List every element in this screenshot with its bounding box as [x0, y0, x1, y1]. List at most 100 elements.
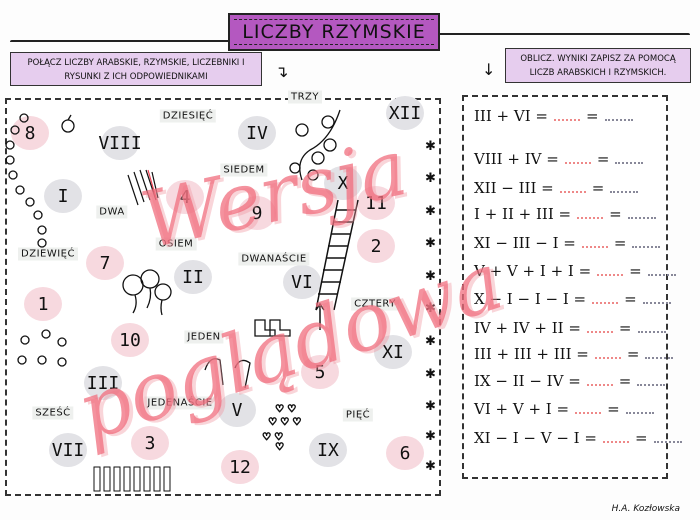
number-word[interactable]: DZIEWIĘĆ [18, 247, 78, 261]
svg-text:✱: ✱ [425, 171, 436, 186]
answer-roman-blank[interactable] [645, 357, 674, 359]
answer-arabic-blank[interactable] [575, 412, 602, 414]
number-word[interactable]: PIĘĆ [342, 408, 374, 422]
answer-roman-blank[interactable] [615, 162, 644, 164]
arabic-number[interactable]: 1 [24, 287, 62, 321]
answer-arabic-blank[interactable] [577, 217, 604, 219]
answer-arabic-blank[interactable] [586, 384, 613, 386]
string-line-right [440, 33, 690, 35]
svg-text:♡ ♡: ♡ ♡ [275, 404, 296, 415]
arabic-number[interactable]: 12 [221, 450, 259, 484]
equals-sign: = [634, 429, 648, 447]
arrow-icon: ↴ [275, 62, 289, 81]
roman-number[interactable]: VII [49, 433, 87, 467]
number-word[interactable]: SZEŚĆ [32, 406, 74, 420]
answer-roman-blank[interactable] [642, 302, 671, 304]
equation-text: IX − II − IV = [474, 372, 581, 390]
roman-number[interactable]: V [218, 393, 256, 427]
equation-text: III + III + III = [474, 345, 589, 363]
svg-text:✱: ✱ [425, 367, 436, 382]
answer-arabic-blank[interactable] [592, 302, 619, 304]
page-title: LICZBY RZYMSKIE [228, 13, 440, 51]
equation-row: XI − III − I == [474, 234, 661, 252]
answer-roman-blank[interactable] [627, 217, 656, 219]
svg-text:✱: ✱ [425, 269, 436, 284]
number-word[interactable]: JEDEN [184, 330, 224, 344]
roman-number[interactable]: XI [374, 335, 412, 369]
equation-row: IX − II − IV == [474, 372, 666, 390]
answer-arabic-blank[interactable] [597, 274, 624, 276]
roman-number[interactable]: II [174, 260, 212, 294]
arabic-number[interactable]: 4 [166, 180, 204, 214]
equals-sign: = [596, 150, 610, 168]
roman-number[interactable]: IX [309, 433, 347, 467]
equals-sign: = [591, 179, 605, 197]
svg-text:✱: ✱ [425, 334, 436, 349]
apple-icon [61, 114, 75, 133]
number-word[interactable]: JEDENAŚCIE [144, 396, 216, 410]
equation-text: V + V + I + I = [474, 262, 592, 280]
arabic-number[interactable]: 10 [111, 323, 149, 357]
instruction-right: OBLICZ. WYNIKI ZAPISZ ZA POMOCĄ LICZB AR… [505, 48, 691, 83]
arabic-number[interactable]: 3 [131, 426, 169, 460]
answer-arabic-blank[interactable] [564, 162, 591, 164]
answer-roman-blank[interactable] [632, 246, 661, 248]
equation-row: III + III + III == [474, 345, 674, 363]
svg-text:✱: ✱ [425, 236, 436, 251]
equation-text: VI + V + I = [474, 400, 570, 418]
answer-arabic-blank[interactable] [559, 191, 586, 193]
ants-icon: ✱✱✱✱✱✱✱✱✱✱✱ [425, 139, 436, 474]
answer-roman-blank[interactable] [647, 274, 676, 276]
svg-text:✱: ✱ [425, 139, 436, 154]
answer-roman-blank[interactable] [637, 331, 666, 333]
arabic-number[interactable]: 9 [238, 196, 276, 230]
arabic-number[interactable]: 5 [301, 355, 339, 389]
equals-sign: = [613, 234, 627, 252]
number-word[interactable]: OSIEM [155, 237, 197, 251]
answer-roman-blank[interactable] [653, 441, 682, 443]
answer-arabic-blank[interactable] [594, 357, 621, 359]
number-word[interactable]: CZTERY [351, 297, 399, 311]
ladder-icon [315, 199, 359, 330]
equation-row: VI + V + I == [474, 400, 654, 418]
number-word[interactable]: DWANAŚCIE [238, 252, 310, 266]
roman-number[interactable]: IV [238, 116, 276, 150]
pencils-icon [127, 169, 159, 206]
number-word[interactable]: SIEDEM [220, 163, 268, 177]
number-word[interactable]: DWA [96, 205, 128, 219]
number-word[interactable]: DZIESIĘĆ [159, 109, 217, 123]
balloons-icon [122, 269, 172, 316]
arabic-number[interactable]: 7 [86, 246, 124, 280]
equation-row: V + V + I + I == [474, 262, 676, 280]
equations-panel [462, 95, 668, 479]
equation-row: IV + IV + II == [474, 319, 666, 337]
answer-roman-blank[interactable] [637, 384, 666, 386]
answer-roman-blank[interactable] [610, 191, 639, 193]
number-word[interactable]: TRZY [287, 90, 323, 104]
roman-number[interactable]: XII [386, 96, 424, 130]
equals-sign: = [609, 205, 622, 223]
equation-row: X − I − I − I == [474, 290, 671, 308]
roman-number[interactable]: X [324, 166, 362, 200]
svg-text:✱: ✱ [425, 301, 436, 316]
answer-roman-blank[interactable] [625, 412, 654, 414]
answer-arabic-blank[interactable] [602, 441, 629, 443]
roman-number[interactable]: VIII [98, 126, 142, 160]
roman-number[interactable]: III [84, 366, 122, 400]
answer-roman-blank[interactable] [604, 119, 633, 121]
equation-text: I + II + III = [474, 205, 572, 223]
arabic-number[interactable]: 2 [357, 229, 395, 263]
equation-text: IV + IV + II = [474, 319, 581, 337]
roman-number[interactable]: I [44, 179, 82, 213]
answer-arabic-blank[interactable] [581, 246, 608, 248]
arabic-number[interactable]: 6 [386, 436, 424, 470]
boots-icon [254, 319, 291, 337]
answer-arabic-blank[interactable] [553, 119, 580, 121]
answer-arabic-blank[interactable] [586, 331, 613, 333]
svg-text:♡ ♡: ♡ ♡ [262, 432, 283, 443]
equation-text: VIII + IV = [474, 150, 559, 168]
roman-number[interactable]: VI [283, 265, 321, 299]
arabic-number[interactable]: 11 [357, 186, 395, 220]
